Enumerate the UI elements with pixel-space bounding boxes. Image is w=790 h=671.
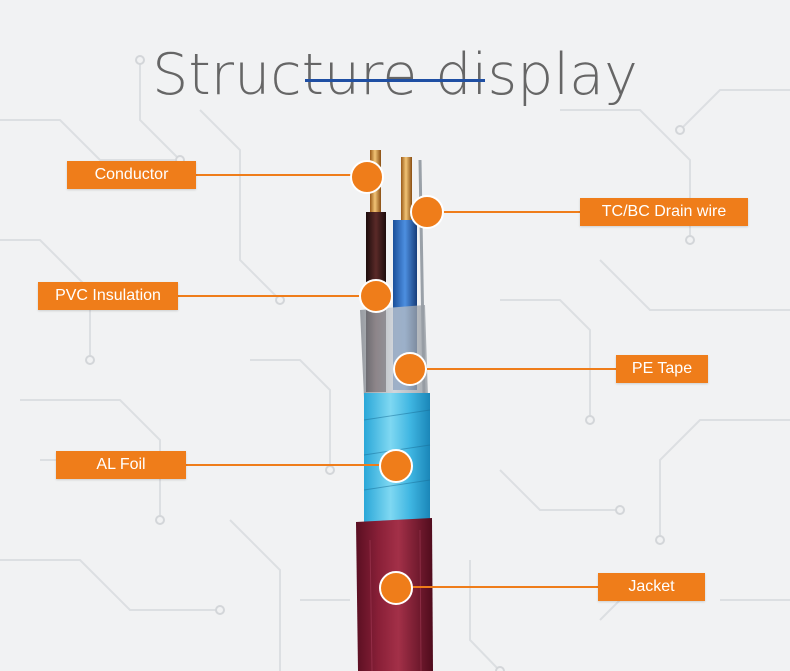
drain-wire-marker: [410, 195, 444, 229]
conductor-label: Conductor: [67, 161, 196, 189]
pe-tape-label: PE Tape: [616, 355, 708, 383]
title-underline: [305, 79, 485, 82]
conductor-marker: [350, 160, 384, 194]
pvc-insulation-label: PVC Insulation: [38, 282, 178, 310]
al-foil-label: AL Foil: [56, 451, 186, 479]
drain-wire-label: TC/BC Drain wire: [580, 198, 748, 226]
pe-tape-marker: [393, 352, 427, 386]
page-title: Structure display: [152, 42, 638, 109]
pvc-insulation-marker: [359, 279, 393, 313]
al-foil-marker: [379, 449, 413, 483]
jacket-marker: [379, 571, 413, 605]
jacket-label: Jacket: [598, 573, 705, 601]
